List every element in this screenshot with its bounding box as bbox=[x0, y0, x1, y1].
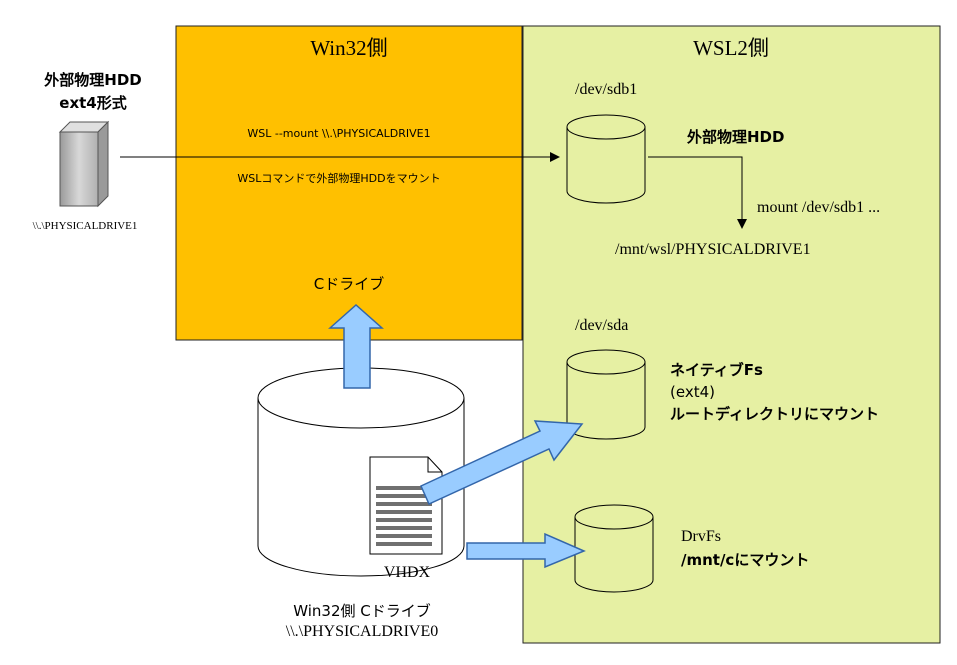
mount-command-label: mount /dev/sdb1 ... bbox=[757, 199, 880, 216]
sda-label: /dev/sda bbox=[575, 317, 628, 334]
win32-title: Win32側 bbox=[310, 36, 387, 60]
drvfs-label: DrvFs bbox=[681, 528, 721, 545]
hdd-tower-icon bbox=[58, 120, 110, 208]
wsl2-title: WSL2側 bbox=[693, 36, 769, 60]
external-hdd-format: ext4形式 bbox=[59, 94, 126, 112]
root-mount-label: ルートディレクトリにマウント bbox=[670, 405, 879, 423]
mount-point-label: /mnt/wsl/PHYSICALDRIVE1 bbox=[615, 241, 811, 258]
win32-box bbox=[175, 25, 523, 341]
external-hdd-title: 外部物理HDD bbox=[43, 71, 141, 89]
vhdx-document-icon bbox=[369, 456, 443, 555]
mount-down-arrow bbox=[648, 156, 747, 229]
sdb1-disk-icon bbox=[566, 114, 646, 204]
native-fs-label: ネイティブFs bbox=[670, 361, 763, 379]
c-drive-label: Cドライブ bbox=[314, 275, 384, 293]
c-drive-up-arrow bbox=[328, 303, 384, 389]
vhdx-label: VHDX bbox=[384, 564, 431, 581]
drvfs-disk-icon bbox=[574, 504, 654, 593]
vhdx-to-sda-arrow bbox=[420, 420, 584, 505]
wsl-mount-description: WSLコマンドで外部物理HDDをマウント bbox=[237, 171, 440, 185]
ext4-label: (ext4) bbox=[670, 383, 715, 401]
cdrive-to-drvfs-arrow bbox=[466, 532, 586, 569]
mnt-c-label: /mnt/cにマウント bbox=[681, 551, 809, 569]
cdrive-title: Win32側 Cドライブ bbox=[293, 602, 431, 620]
sdb1-ext-hdd-label: 外部物理HDD bbox=[686, 128, 784, 146]
sda-disk-icon bbox=[566, 349, 646, 440]
cdrive-device: \\.\PHYSICALDRIVE0 bbox=[286, 623, 438, 640]
external-hdd-device: \\.\PHYSICALDRIVE1 bbox=[33, 220, 138, 232]
wsl-mount-command: WSL --mount \\.\PHYSICALDRIVE1 bbox=[247, 127, 430, 140]
sdb1-label: /dev/sdb1 bbox=[575, 81, 637, 98]
